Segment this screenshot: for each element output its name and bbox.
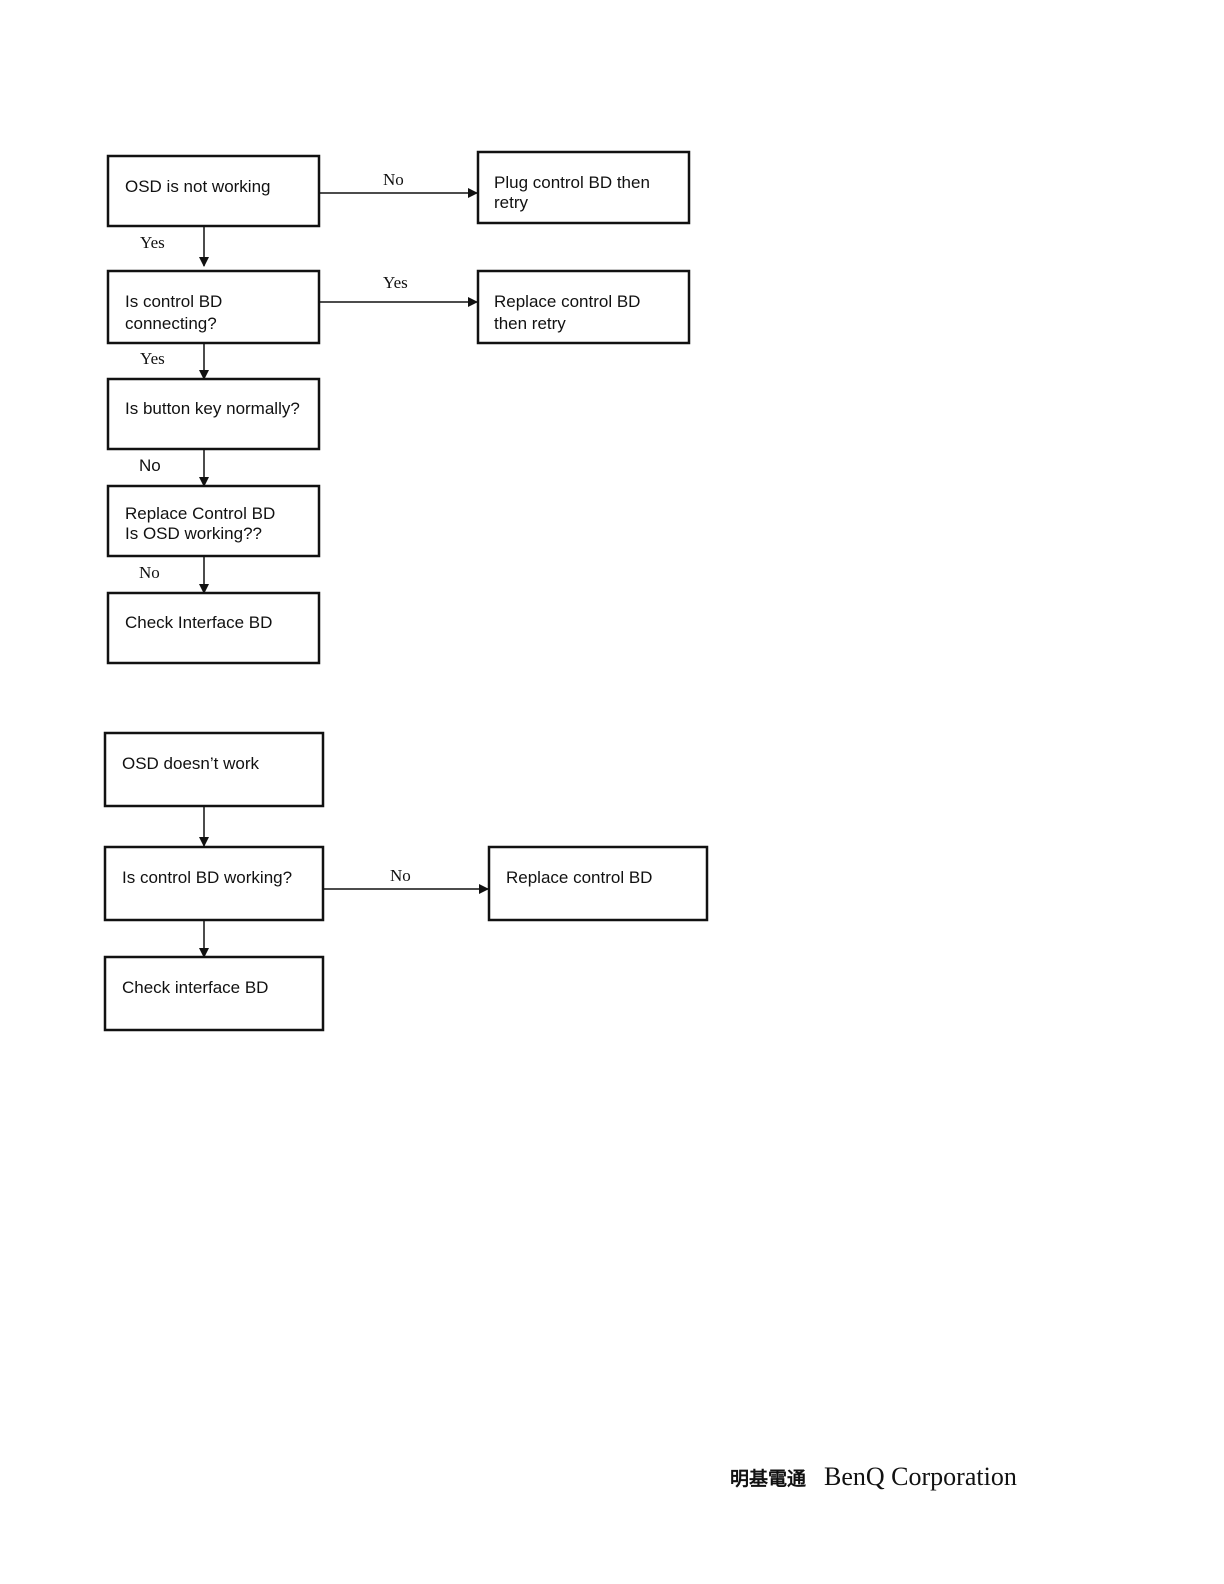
node-text: Is button key normally? xyxy=(125,399,300,418)
flowchart-1: OSD is not working Plug control BD then … xyxy=(106,150,691,665)
node-is-control-connecting: Is control BD connecting? xyxy=(106,269,321,345)
edge-e6: No xyxy=(139,556,209,594)
node-osd-not-working: OSD is not working xyxy=(106,154,321,228)
node-text: OSD is not working xyxy=(125,177,271,196)
node-is-control-working: Is control BD working? xyxy=(103,845,325,922)
edge-label: No xyxy=(390,866,411,885)
node-text: retry xyxy=(494,193,529,212)
node-text: Is control BD working? xyxy=(122,868,292,887)
node-text: OSD doesn’t work xyxy=(122,754,259,773)
node-check-interface-1: Check Interface BD xyxy=(106,591,321,665)
flowchart-2: OSD doesn’t work Is control BD working? … xyxy=(103,731,709,1032)
node-replace-control-osd: Replace Control BD Is OSD working?? xyxy=(106,484,321,558)
edge-e5: No xyxy=(139,449,209,487)
edge-f2: No xyxy=(323,866,489,894)
node-plug-control-bd: Plug control BD then retry xyxy=(476,150,691,225)
node-text: Plug control BD then xyxy=(494,173,650,192)
edge-label: No xyxy=(383,170,404,189)
node-text: Replace control BD xyxy=(506,868,652,887)
node-text: then retry xyxy=(494,314,566,333)
node-text: Is control BD xyxy=(125,292,222,311)
edge-e3: Yes xyxy=(319,273,478,307)
node-text: Replace Control BD xyxy=(125,504,275,523)
node-check-interface-2: Check interface BD xyxy=(103,955,325,1032)
node-text: Check interface BD xyxy=(122,978,268,997)
node-text: Is OSD working?? xyxy=(125,524,262,543)
edge-label: Yes xyxy=(140,349,165,368)
edge-label: Yes xyxy=(383,273,408,292)
company-name-en: BenQ Corporation xyxy=(824,1462,1017,1491)
edge-e4: Yes xyxy=(140,343,209,380)
company-name-cn: 明基電通 xyxy=(730,1468,807,1490)
node-text: Check Interface BD xyxy=(125,613,272,632)
node-text: Replace control BD xyxy=(494,292,640,311)
node-text: connecting? xyxy=(125,314,217,333)
edge-label: No xyxy=(139,456,161,475)
node-replace-control-retry: Replace control BD then retry xyxy=(476,269,691,345)
footer-brand: 明基電通 BenQ Corporation xyxy=(730,1462,1017,1492)
edge-label: Yes xyxy=(140,233,165,252)
edge-e2: Yes xyxy=(140,226,209,267)
node-osd-doesnt-work: OSD doesn’t work xyxy=(103,731,325,808)
node-is-button-key: Is button key normally? xyxy=(106,377,321,451)
edge-label: No xyxy=(139,563,160,582)
edge-e1: No xyxy=(319,170,478,198)
node-replace-control: Replace control BD xyxy=(487,845,709,922)
